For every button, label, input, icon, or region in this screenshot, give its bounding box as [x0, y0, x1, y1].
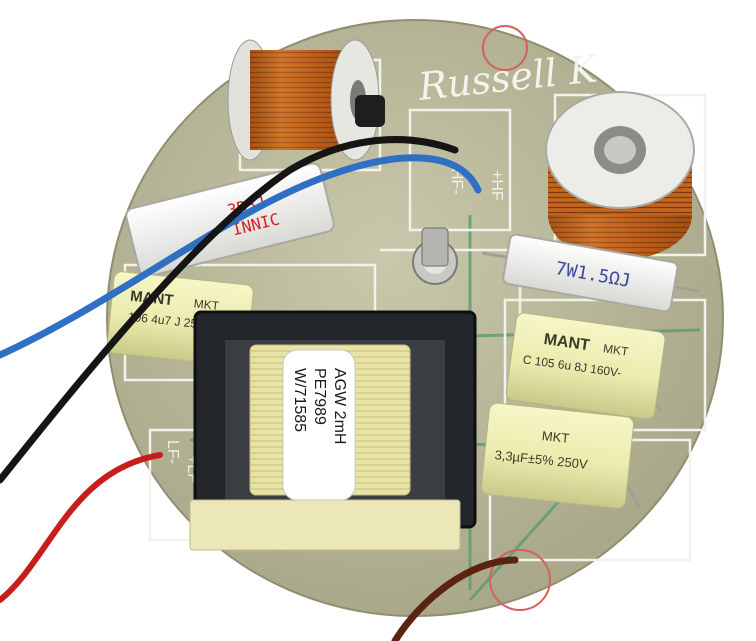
inductor-label-line3: W/71585	[291, 368, 308, 432]
wire-blue	[0, 154, 482, 359]
air-coil-top-right	[545, 91, 695, 260]
silk-hf-plus: +HF	[488, 170, 505, 201]
mounting-mark-top	[482, 25, 528, 71]
terminal-screw-top	[412, 227, 458, 285]
iron-core-inductor: AGW 2mH PE7989 W/71585	[189, 310, 477, 551]
cap-left-type: MKT	[193, 296, 220, 313]
inductor-label: AGW 2mH PE7989 W/71585	[282, 349, 356, 501]
cap-right-bottom-type: MKT	[541, 428, 570, 446]
power-resistor-right: 7W1.5ΩJ	[481, 233, 700, 313]
inductor-label-line1: AGW 2mH	[331, 368, 348, 444]
capacitor-right-top: MANT MKT C 105 6u 8J 160V-	[505, 312, 666, 420]
inductor-label-line2: PE7989	[311, 368, 328, 425]
wire-brown	[391, 556, 519, 641]
cap-right-top-brand: MANT	[543, 331, 591, 354]
wire-black	[0, 136, 459, 484]
mounting-mark-bottom	[489, 549, 551, 611]
capacitor-right-bottom: MKT 3,3µF±5% 250V	[480, 402, 642, 510]
wire-red	[0, 452, 163, 603]
silk-hf-minus: HF-	[448, 168, 465, 195]
cap-right-top-type: MKT	[602, 341, 630, 358]
air-coil-top-left	[227, 39, 385, 161]
silk-lf-minus: LF-	[164, 440, 181, 464]
